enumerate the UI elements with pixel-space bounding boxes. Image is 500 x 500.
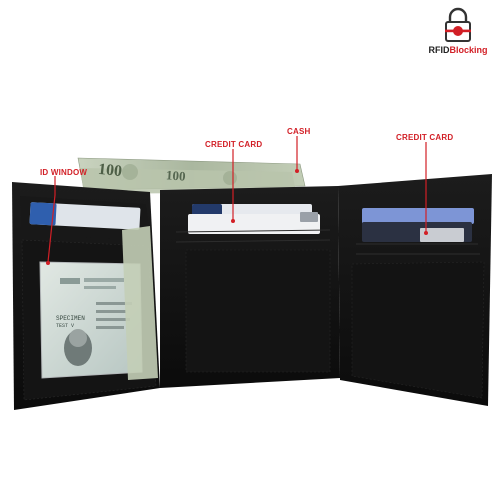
id-surname: SPECIMEN	[56, 315, 85, 322]
bill-denomination-center: 100	[165, 167, 187, 184]
rfid-blocking-badge: RFIDBlocking	[418, 6, 498, 62]
id-given-name: TEST V	[56, 323, 75, 329]
center-panel	[160, 186, 340, 388]
right-panel	[338, 174, 492, 406]
callout-credit-card-center: CREDIT CARD	[205, 140, 263, 149]
callout-cash: CASH	[287, 127, 311, 136]
cash-bills	[77, 157, 306, 194]
callout-credit-card-right: CREDIT CARD	[396, 133, 454, 142]
padlock-icon	[445, 7, 471, 42]
rfid-prefix: RFID	[428, 45, 450, 55]
bill-denomination-left: 100	[97, 160, 123, 181]
left-panel	[12, 182, 160, 410]
rfid-suffix: Blocking	[449, 45, 488, 55]
callout-id-window: ID WINDOW	[40, 168, 88, 177]
rfid-badge-text: RFIDBlocking	[418, 45, 498, 55]
